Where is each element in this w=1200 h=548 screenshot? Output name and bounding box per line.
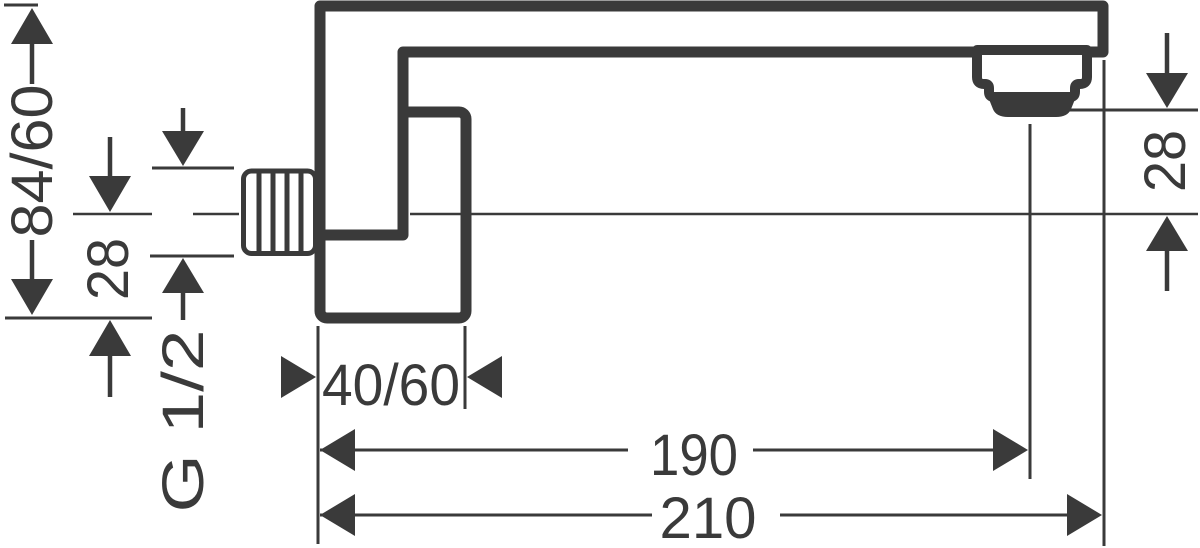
dimension-thread-size: G 1/2 [151, 108, 216, 513]
aerator-nozzle [972, 45, 1092, 117]
dimension-label-outlet-drop: 28 [1133, 130, 1198, 192]
dimension-reach-to-outlet: 190 [320, 423, 1028, 488]
dimension-overall-height: 84/60 [0, 8, 65, 315]
arrowhead-down [162, 131, 204, 166]
arrowhead-right [1067, 494, 1102, 536]
dimension-label-overall-height: 84/60 [0, 85, 65, 238]
arrowhead-right [281, 356, 316, 398]
dimension-wall-plate-width: 40/60 [281, 353, 502, 418]
arrowhead-up [162, 258, 204, 293]
arrowhead-up [89, 320, 131, 356]
dimension-centerline-to-plate-bottom: 28 [76, 137, 141, 397]
arrowhead-up [1146, 216, 1188, 251]
arrowhead-down [11, 279, 53, 315]
aerator-housing [972, 45, 1092, 102]
thread-connector [241, 168, 318, 256]
dimension-label-overall-reach: 210 [660, 486, 757, 548]
spout-body-outline [314, 0, 1109, 241]
arrowhead-down [1146, 73, 1188, 108]
dimension-label-thread-size: G 1/2 [151, 330, 216, 513]
arrowhead-down [89, 176, 131, 212]
dimension-overall-reach: 210 [320, 486, 1102, 548]
arrowhead-up [11, 8, 53, 44]
dimension-label-centerline-to-plate-bottom: 28 [76, 238, 141, 300]
dimension-label-reach-to-outlet: 190 [650, 423, 738, 488]
thread-connector-body [241, 168, 318, 256]
arrowhead-left [467, 356, 502, 398]
aerator-cap [989, 98, 1075, 117]
dimension-outlet-drop: 28 [1133, 33, 1198, 291]
arrowhead-right [993, 429, 1028, 471]
reference-lines [4, 3, 1198, 546]
dimension-label-wall-plate-width: 40/60 [322, 353, 460, 418]
